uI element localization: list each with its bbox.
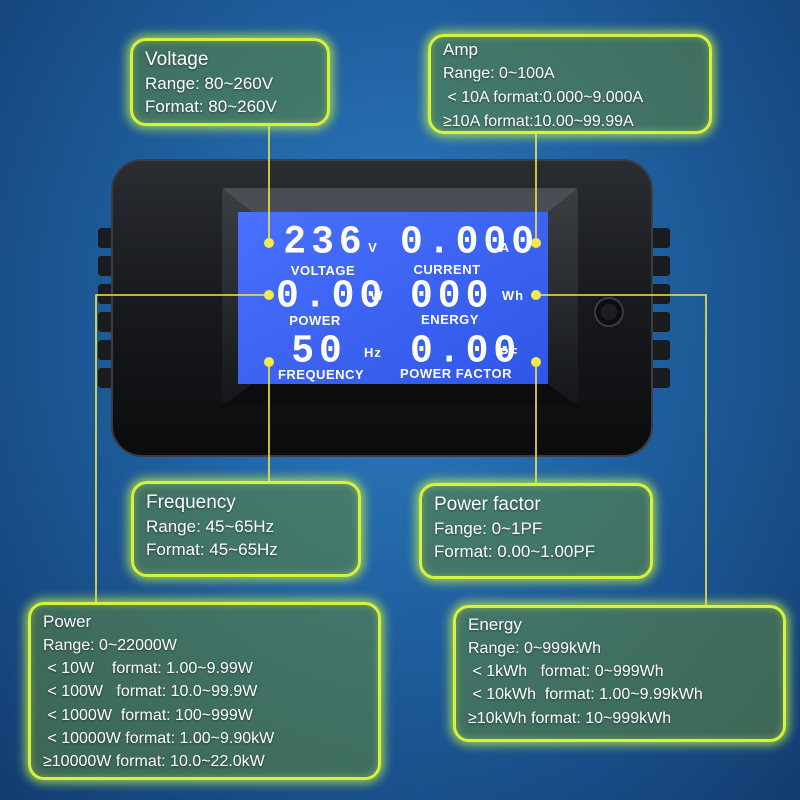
callout-line: Range: 45~65Hz xyxy=(146,516,275,536)
pointer-lines xyxy=(95,126,707,605)
callout-line: < 10A format:0.000~9.000A xyxy=(443,88,644,106)
current-label: CURRENT xyxy=(413,262,481,277)
callout-title: Power factor xyxy=(434,494,541,515)
callout-line: Range: 0~22000W xyxy=(43,636,177,654)
voltage-reading: 236 xyxy=(283,219,367,266)
callout-line: Range: 80~260V xyxy=(145,73,274,93)
energy-reading: 000 xyxy=(410,273,494,320)
pointer-dots xyxy=(264,238,541,367)
callout-line: < 10000W format: 1.00~9.90kW xyxy=(43,729,275,747)
power-factor-label: POWER FACTOR xyxy=(400,366,512,381)
callout-line: Format: 0.00~1.00PF xyxy=(434,541,596,561)
callout-line: Fange: 0~1PF xyxy=(434,518,543,538)
current-reading: 0.000 xyxy=(400,219,540,266)
power-factor-callout: Power factor Fange: 0~1PF Format: 0.00~1… xyxy=(419,483,653,579)
callout-title: Power xyxy=(43,612,92,631)
energy-unit: Wh xyxy=(501,288,525,303)
callout-line: ≥10A format:10.00~99.99A xyxy=(443,112,634,130)
callout-line: < 100W format: 10.0~99.9W xyxy=(43,683,258,701)
power-callout: Power Range: 0~22000W < 10W format: 1.00… xyxy=(28,602,381,780)
callout-line: Range: 0~100A xyxy=(443,64,555,82)
power-unit: W xyxy=(370,288,384,303)
callout-title: Voltage xyxy=(145,49,209,70)
energy-callout: Energy Range: 0~999kWh < 1kWh format: 0~… xyxy=(453,605,786,742)
callout-title: Energy xyxy=(468,615,522,634)
callout-line: Range: 0~999kWh xyxy=(468,639,601,657)
callout-line: < 1kWh format: 0~999Wh xyxy=(468,663,664,681)
callout-line: Format: 45~65Hz xyxy=(146,539,278,559)
callout-line: Format: 80~260V xyxy=(145,96,277,116)
lcd-screen xyxy=(238,212,548,384)
amp-callout: Amp Range: 0~100A < 10A format:0.000~9.0… xyxy=(428,34,712,134)
power-label: POWER xyxy=(289,313,341,328)
callout-line: ≥10000W format: 10.0~22.0kW xyxy=(43,752,265,770)
callout-line: < 10W format: 1.00~9.99W xyxy=(43,660,253,678)
callout-title: Amp xyxy=(443,40,478,59)
current-unit: A xyxy=(499,240,511,255)
callout-line: ≥10kWh format: 10~999kWh xyxy=(468,709,672,727)
voltage-unit: V xyxy=(368,240,378,255)
voltage-callout: Voltage Range: 80~260V Format: 80~260V xyxy=(130,38,330,126)
reset-button[interactable] xyxy=(594,297,624,327)
power-reading: 0.00 xyxy=(276,273,388,320)
callout-line: < 1000W format: 100~999W xyxy=(43,706,253,724)
power-factor-unit: PF xyxy=(499,345,519,360)
frequency-callout: Frequency Range: 45~65Hz Format: 45~65Hz xyxy=(131,481,361,577)
voltage-label: VOLTAGE xyxy=(290,263,356,278)
frequency-label: FREQUENCY xyxy=(277,367,365,382)
frequency-reading: 50 xyxy=(291,328,347,375)
energy-label: ENERGY xyxy=(421,312,479,327)
callout-line: < 10kWh format: 1.00~9.99kWh xyxy=(468,686,703,704)
frequency-unit: Hz xyxy=(364,345,382,360)
callout-title: Frequency xyxy=(146,492,236,513)
